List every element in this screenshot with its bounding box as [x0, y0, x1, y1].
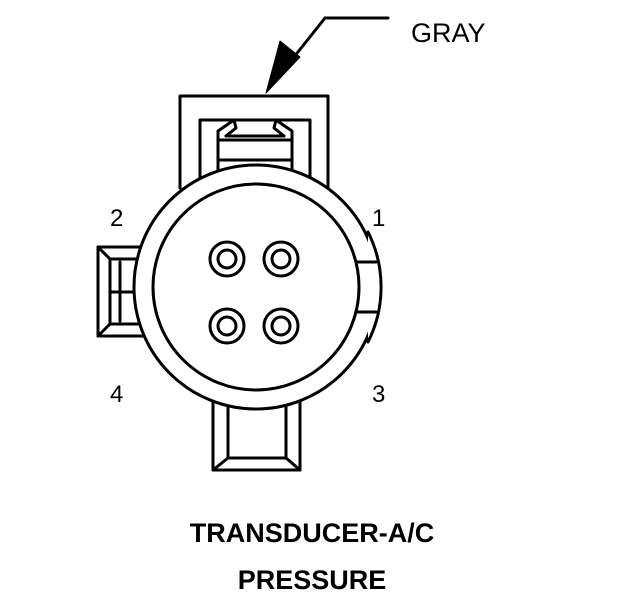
- pin-label-1: 1: [372, 205, 386, 232]
- left-tab: [96, 245, 157, 338]
- connector-body: [132, 163, 383, 411]
- connector-title-line2: PRESSURE: [237, 565, 387, 595]
- cavity-bottom-left: [208, 307, 246, 345]
- wire-color-label: GRAY: [411, 18, 486, 48]
- cavity-bottom-right: [262, 307, 300, 345]
- callout-arrow: [265, 16, 390, 94]
- terminal-cavities: [208, 240, 300, 345]
- connector-title-line1: TRANSDUCER-A/C: [189, 518, 435, 548]
- cavity-top-left: [208, 240, 246, 278]
- bottom-tab: [211, 388, 302, 472]
- cavity-top-right: [262, 240, 300, 278]
- pin-label-4: 4: [110, 381, 124, 408]
- pin-label-2: 2: [110, 205, 124, 232]
- pin-label-3: 3: [372, 381, 386, 408]
